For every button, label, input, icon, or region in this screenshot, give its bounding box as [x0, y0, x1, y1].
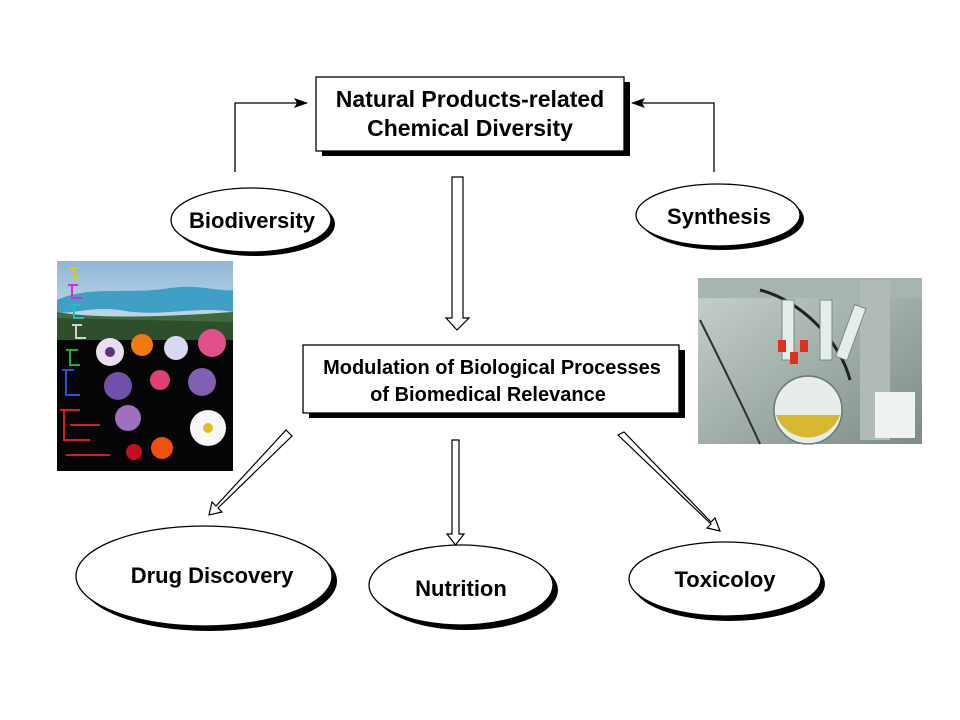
middle-to-nutrition-arrow [445, 439, 466, 546]
synthesis-node: Synthesis [635, 183, 804, 250]
middle-box-line2: of Biomedical Relevance [370, 384, 606, 406]
lab-flask-photo [698, 278, 922, 445]
top-box: Natural Products-related Chemical Divers… [315, 76, 630, 156]
biodiversity-label: Biodiversity [189, 208, 316, 233]
toxicology-node: Toxicoloy [628, 541, 825, 621]
nutrition-node: Nutrition [368, 544, 558, 630]
top-box-line1: Natural Products-related [336, 86, 604, 112]
middle-to-toxicology-arrow [616, 431, 721, 532]
drug-discovery-node: Drug Discovery [75, 525, 337, 631]
toxicology-label: Toxicoloy [674, 567, 776, 592]
synthesis-to-top-connector [631, 98, 715, 172]
nutrition-label: Nutrition [415, 576, 507, 601]
middle-to-drug-arrow [208, 429, 293, 516]
biodiversity-collage-image [57, 261, 233, 471]
biodiversity-node: Biodiversity [170, 187, 335, 256]
top-to-middle-arrow [444, 176, 471, 331]
top-box-line2: Chemical Diversity [367, 115, 573, 141]
middle-box-line1: Modulation of Biological Processes [323, 357, 661, 379]
middle-box: Modulation of Biological Processes of Bi… [302, 344, 685, 418]
drug-discovery-label: Drug Discovery [131, 563, 294, 588]
biodiversity-to-top-connector [234, 98, 308, 172]
synthesis-label: Synthesis [667, 204, 771, 229]
